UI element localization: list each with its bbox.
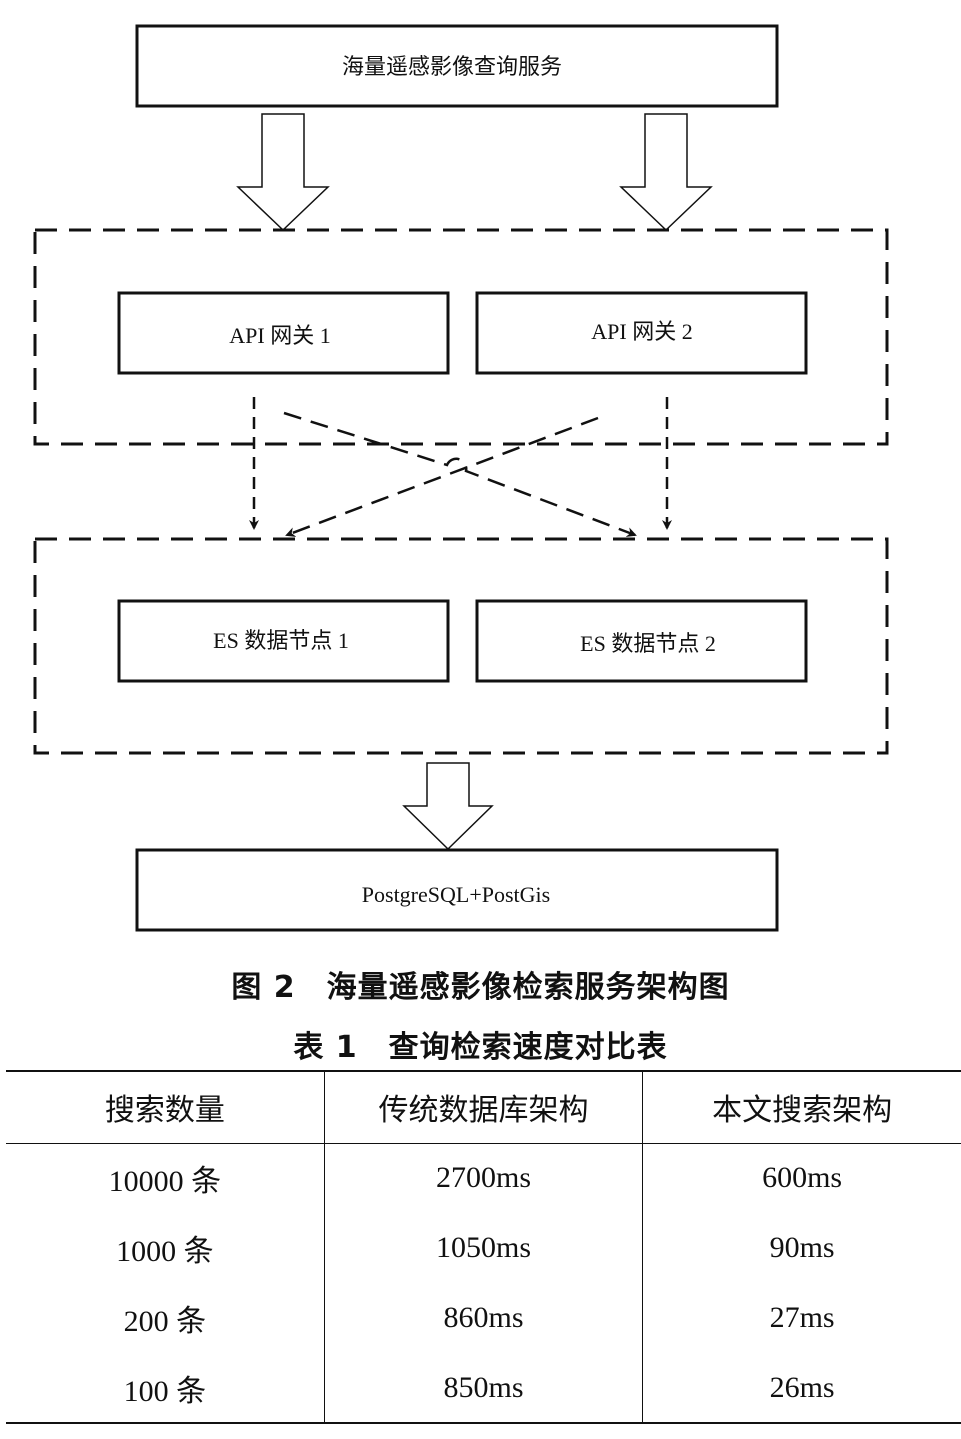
table-row: 10000 条 2700ms 600ms [6,1143,961,1213]
cell-count: 100 条 [6,1353,325,1424]
table-row: 1000 条 1050ms 90ms [6,1213,961,1283]
gateway-1-box: API 网关 1 [117,291,450,375]
figure-caption: 图 2 海量遥感影像检索服务架构图 [231,970,730,1005]
cell-traditional: 860ms [323,1283,643,1353]
top-service-box: 海量遥感影像查询服务 [135,24,779,108]
es-node-1-label: ES 数据节点 1 [213,628,349,653]
gateway-cluster-frame [33,228,889,446]
cell-count: 10000 条 [108,1165,222,1199]
database-label: PostgreSQL+PostGis [362,882,550,907]
database-box: PostgreSQL+PostGis [135,848,779,932]
cell-count: 200 条 [123,1305,207,1338]
table-row: 100 条 850ms 26ms [6,1353,961,1424]
cell-traditional: 2700ms [323,1143,643,1213]
top-service-label: 海量遥感影像查询服务 [342,54,562,79]
es-node-2-box: ES 数据节点 2 [475,599,808,683]
hollow-arrow-database [402,762,494,851]
gateway-1-label: API 网关 1 [229,323,330,348]
es-node-2-label: ES 数据节点 2 [580,631,716,656]
gateway-2-box: API 网关 2 [475,291,808,375]
header-search-count: 搜索数量 [6,1070,325,1144]
hollow-arrow-left [236,113,330,232]
cell-proposed: 90ms [642,1213,961,1283]
es-cluster-frame [33,537,889,755]
table-caption: 表 1 查询检索速度对比表 [293,1030,668,1065]
connector-gateway1-es2 [283,411,637,537]
table-header-row: 搜索数量 传统数据库架构 本文搜索架构 [6,1070,961,1144]
cell-traditional: 850ms [323,1353,643,1424]
gateway-2-label: API 网关 2 [591,319,692,344]
cell-proposed: 27ms [642,1283,961,1353]
cell-traditional: 1050ms [323,1213,643,1283]
connector-gateway2-es1 [285,416,599,537]
table-row: 200 条 860ms 27ms [6,1283,961,1353]
hollow-arrow-right [619,113,713,232]
architecture-diagram: 海量遥感影像查询服务 API 网关 1 API 网关 2 ES 数据节点 1 E… [33,24,889,932]
header-traditional-db: 传统数据库架构 [323,1070,643,1144]
header-proposed-arch: 本文搜索架构 [642,1070,961,1144]
es-node-1-box: ES 数据节点 1 [117,599,450,683]
cell-proposed: 26ms [642,1353,961,1424]
cell-count: 1000 条 [116,1235,214,1268]
speed-comparison-table: 搜索数量 传统数据库架构 本文搜索架构 10000 条 2700ms 600ms… [6,1070,961,1424]
cell-proposed: 600ms [642,1143,961,1213]
